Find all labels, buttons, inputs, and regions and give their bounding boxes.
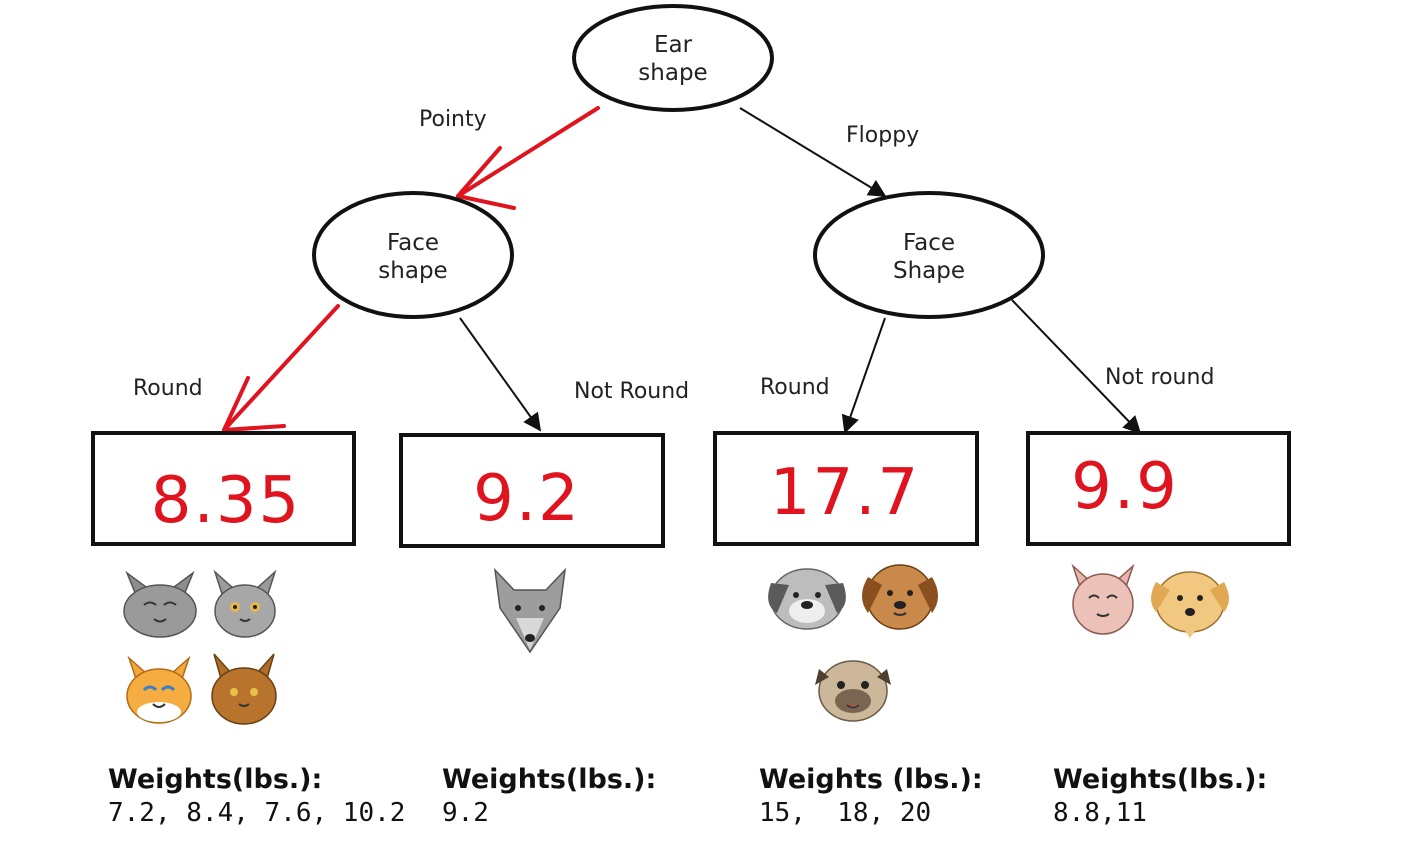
gray-cat-icon: [123, 570, 197, 638]
left-face-shape-node: Face shape: [312, 191, 514, 319]
leaf-value-1: 8.35: [151, 464, 302, 538]
root-node-label-2: shape: [638, 60, 707, 86]
gray-cat-icon: [213, 569, 277, 638]
left-node-label-2: shape: [378, 258, 447, 284]
leaf-1-weights: Weights(lbs.): 7.2, 8.4, 7.6, 10.2: [108, 763, 405, 829]
weights-values: 9.2: [442, 798, 489, 828]
pink-cat-icon: [1071, 563, 1135, 635]
gray-wolf-icon: [493, 567, 567, 654]
edge-floppy: [739, 107, 887, 197]
leaf-3-weights: Weights (lbs.): 15, 18, 20: [759, 763, 983, 829]
edge-label-right-round: Round: [760, 375, 830, 400]
weights-values: 7.2, 8.4, 7.6, 10.2: [108, 798, 406, 828]
pug-dog-icon: [815, 660, 891, 722]
orange-cat-icon: [126, 655, 192, 724]
edge-label-pointy: Pointy: [419, 107, 487, 132]
yellow-dog-icon: [1151, 571, 1229, 638]
weights-title: Weights(lbs.):: [1053, 764, 1268, 795]
brown-cat-icon: [211, 653, 277, 725]
leaf-box-4: 9.9: [1026, 431, 1291, 546]
edge-label-right-not-round: Not round: [1105, 365, 1214, 390]
weights-title: Weights(lbs.):: [442, 764, 657, 795]
root-node: Ear shape: [572, 4, 774, 112]
weights-values: 8.8,11: [1053, 798, 1147, 828]
right-face-shape-node: Face Shape: [813, 191, 1045, 319]
left-node-label-1: Face: [387, 230, 439, 256]
edge-left-round: [222, 304, 340, 432]
edge-right-not-round: [1011, 299, 1142, 435]
edge-label-left-round: Round: [133, 376, 203, 401]
weights-values: 15, 18, 20: [759, 798, 932, 828]
leaf-value-4: 9.9: [1071, 450, 1179, 524]
leaf-box-2: 9.2: [399, 433, 665, 548]
leaf-4-weights: Weights(lbs.): 8.8,11: [1053, 763, 1267, 829]
gray-dog-icon: [768, 568, 846, 630]
right-node-label-1: Face: [903, 230, 955, 256]
root-node-label-1: Ear: [654, 32, 693, 58]
edge-right-round: [841, 317, 886, 434]
edge-label-left-not-round: Not Round: [574, 379, 689, 404]
edge-label-floppy: Floppy: [846, 123, 919, 148]
leaf-value-3: 17.7: [770, 456, 921, 530]
leaf-box-1: 8.35: [91, 431, 356, 546]
weights-title: Weights (lbs.):: [759, 764, 983, 795]
edge-pointy: [456, 106, 600, 210]
leaf-value-2: 9.2: [473, 462, 581, 536]
leaf-box-3: 17.7: [713, 431, 979, 546]
edge-left-not-round: [459, 317, 542, 432]
leaf-2-weights: Weights(lbs.): 9.2: [442, 763, 656, 829]
brown-dog-icon: [862, 564, 938, 630]
weights-title: Weights(lbs.):: [108, 764, 323, 795]
right-node-label-2: Shape: [893, 258, 965, 284]
